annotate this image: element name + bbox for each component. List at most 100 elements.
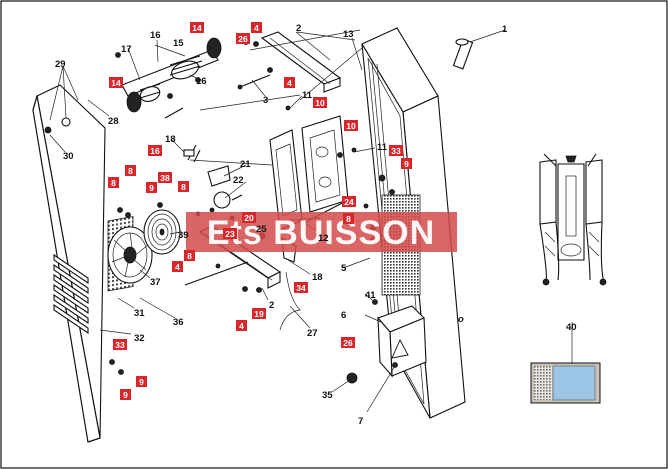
highlight-box bbox=[184, 250, 195, 261]
callout-labels: 1 2 2 3 5 6 7 11 11 12 13 15 16 16 17 18… bbox=[55, 23, 577, 427]
callout-40: 40 bbox=[566, 322, 577, 333]
highlighted-callout-26: 26 bbox=[341, 337, 355, 348]
highlight-box bbox=[113, 339, 127, 350]
highlight-label: 26 bbox=[343, 338, 353, 348]
highlighted-callout-8: 8 bbox=[125, 165, 136, 176]
callout-37: 37 bbox=[150, 277, 161, 288]
callout-22: 22 bbox=[233, 175, 244, 186]
highlight-box bbox=[341, 337, 355, 348]
highlighted-callout-9: 9 bbox=[146, 182, 157, 193]
highlight-box bbox=[342, 196, 356, 207]
cabinet-bolt bbox=[392, 362, 398, 368]
highlight-label: 24 bbox=[344, 197, 354, 207]
highlight-label: 10 bbox=[315, 98, 325, 108]
highlight-box bbox=[120, 389, 131, 400]
cabinet-lifting-handle bbox=[452, 38, 474, 70]
callout-18: 18 bbox=[165, 134, 176, 145]
callout-30: 30 bbox=[63, 151, 74, 162]
highlight-box bbox=[136, 376, 147, 387]
callout-39: 39 bbox=[178, 230, 189, 241]
highlight-label: 16 bbox=[150, 146, 160, 156]
callout-11: 11 bbox=[302, 90, 313, 101]
callout-2: 2 bbox=[269, 300, 274, 311]
highlight-label: 4 bbox=[254, 23, 259, 33]
callout-41: 41 bbox=[365, 290, 376, 301]
callout-31: 31 bbox=[134, 308, 145, 319]
highlight-box bbox=[401, 158, 412, 169]
center-frame bbox=[189, 94, 349, 231]
highlight-label: 9 bbox=[149, 183, 154, 193]
door-panel bbox=[32, 84, 124, 443]
callout-6: 6 bbox=[341, 310, 346, 321]
highlight-label: 9 bbox=[123, 390, 128, 400]
callout-5: 5 bbox=[341, 263, 347, 274]
highlighted-callout-14: 14 bbox=[109, 77, 123, 88]
highlighted-callout-8: 8 bbox=[108, 177, 119, 188]
highlighted-callout-4: 4 bbox=[251, 22, 262, 33]
highlight-box bbox=[294, 282, 308, 293]
highlight-label: 33 bbox=[391, 146, 401, 156]
long-rod bbox=[184, 261, 249, 286]
highlighted-callout-9: 9 bbox=[120, 389, 131, 400]
highlighted-callout-14: 14 bbox=[190, 22, 204, 33]
highlight-label: 34 bbox=[296, 283, 306, 293]
door-screw bbox=[118, 369, 124, 375]
highlight-label: 23 bbox=[225, 229, 235, 239]
callout-1: 1 bbox=[502, 24, 508, 35]
callout-11: 11 bbox=[377, 142, 388, 153]
highlight-label: 9 bbox=[139, 377, 144, 387]
highlight-label: 20 bbox=[244, 213, 254, 223]
callout-12: 12 bbox=[318, 233, 329, 244]
callout-29: 29 bbox=[55, 59, 66, 70]
highlight-box bbox=[313, 97, 327, 108]
highlight-label: 8 bbox=[128, 166, 133, 176]
highlighted-callout-8: 8 bbox=[178, 181, 189, 192]
highlight-box bbox=[109, 77, 123, 88]
door-lock bbox=[61, 117, 71, 127]
callout-21: 21 bbox=[240, 159, 251, 170]
door-screw bbox=[109, 359, 115, 365]
highlighted-callout-38: 38 bbox=[158, 172, 172, 183]
callout-36: 36 bbox=[173, 317, 184, 328]
highlighted-callout-26: 26 bbox=[236, 33, 250, 44]
callout-17: 17 bbox=[121, 44, 132, 55]
highlight-box bbox=[343, 213, 354, 224]
callout-35: 35 bbox=[322, 390, 333, 401]
callout-15: 15 bbox=[173, 38, 184, 49]
highlighted-callout-10: 10 bbox=[344, 120, 358, 131]
callout-32: 32 bbox=[134, 333, 145, 344]
highlight-label: 14 bbox=[192, 23, 202, 33]
highlighted-callout-33: 33 bbox=[389, 145, 403, 156]
callout-16: 16 bbox=[196, 76, 207, 87]
callout-7: 7 bbox=[358, 416, 363, 427]
highlighted-callout-4: 4 bbox=[236, 320, 247, 331]
highlight-box bbox=[242, 212, 256, 223]
highlighted-callout-33: 33 bbox=[113, 339, 127, 350]
highlight-label: 33 bbox=[115, 340, 125, 350]
callout-2: 2 bbox=[296, 23, 301, 34]
highlight-box bbox=[148, 145, 162, 156]
highlighted-callout-20: 20 bbox=[242, 212, 256, 223]
highlight-label: 4 bbox=[239, 321, 244, 331]
rod bbox=[239, 74, 271, 88]
door-louvres bbox=[53, 253, 89, 335]
highlight-label: 8 bbox=[111, 178, 116, 188]
highlight-box bbox=[284, 77, 295, 88]
highlighted-callout-9: 9 bbox=[401, 158, 412, 169]
highlighted-callout-23: 23 bbox=[223, 228, 237, 239]
highlight-box bbox=[190, 22, 204, 33]
highlighted-callout-8: 8 bbox=[343, 213, 354, 224]
filter-pad bbox=[530, 362, 601, 404]
highlight-label: 38 bbox=[160, 173, 170, 183]
highlighted-callout-9: 9 bbox=[136, 376, 147, 387]
highlighted-callout-16: 16 bbox=[148, 145, 162, 156]
highlight-label: 9 bbox=[404, 159, 409, 169]
rod-end bbox=[237, 84, 243, 90]
callout-3: 3 bbox=[263, 95, 268, 106]
highlight-box bbox=[251, 22, 262, 33]
highlight-label: 4 bbox=[175, 262, 180, 272]
